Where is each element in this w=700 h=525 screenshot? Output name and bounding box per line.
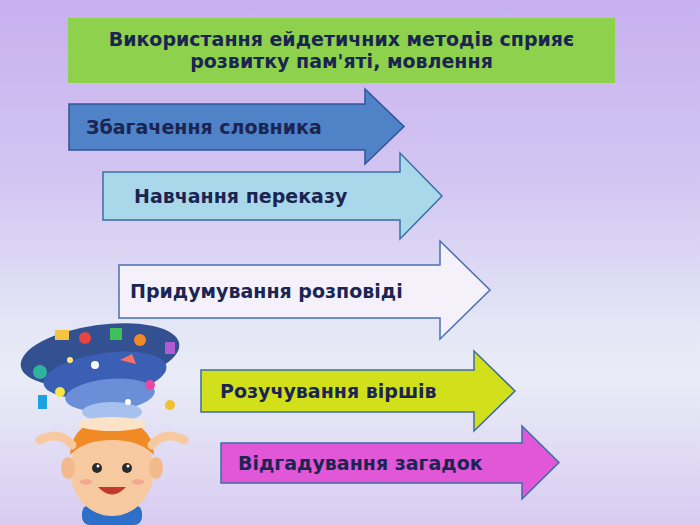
arrow-label: Навчання переказу <box>134 185 347 208</box>
block-arrow: Навчання переказу <box>102 152 443 240</box>
idea-swirl <box>17 314 184 422</box>
arrow-label: Розучування віршів <box>220 380 437 403</box>
arrow-label: Збагачення словника <box>86 116 322 139</box>
arrow-shape <box>103 153 442 239</box>
arrow-label: Відгадування загадок <box>238 452 483 475</box>
arrow-shape <box>221 426 559 499</box>
arrow-shape <box>201 351 515 431</box>
title-box: Використання ейдетичних методів сприяє р… <box>68 18 615 83</box>
title-text: Використання ейдетичних методів сприяє р… <box>107 29 577 73</box>
block-arrow: Збагачення словника <box>68 88 405 165</box>
block-arrow: Придумування розповіді <box>118 240 491 340</box>
block-arrow: Відгадування загадок <box>220 425 560 500</box>
arrow-label: Придумування розповіді <box>130 280 403 303</box>
arrow-shape <box>119 241 490 339</box>
arrow-shape <box>69 89 404 164</box>
child-figure <box>40 417 184 525</box>
block-arrow: Розучування віршів <box>200 350 516 432</box>
